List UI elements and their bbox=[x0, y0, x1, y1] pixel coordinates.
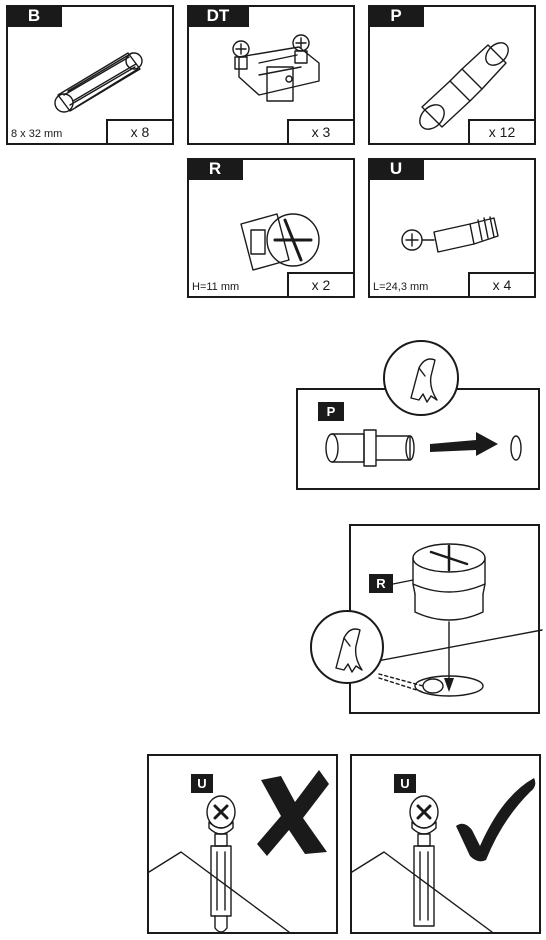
dowel-icon bbox=[54, 52, 143, 113]
shelf-pin-insert-illustration bbox=[325, 429, 522, 467]
part-code-tag: R bbox=[187, 158, 243, 180]
part-code-tag: B bbox=[6, 5, 62, 27]
hinge-plate-icon bbox=[232, 34, 320, 102]
part-code-tag: R bbox=[369, 574, 393, 593]
part-card-u: U L=24,3 mm x 4 bbox=[368, 158, 536, 298]
part-code-tag: P bbox=[368, 5, 424, 27]
part-quantity: x 12 bbox=[468, 119, 536, 145]
cross-mark-icon bbox=[257, 770, 329, 856]
part-code-tag: P bbox=[318, 402, 344, 421]
bolt-correct-illustration bbox=[351, 795, 493, 933]
part-quantity: x 4 bbox=[468, 272, 536, 298]
part-code-tag: DT bbox=[187, 5, 249, 27]
part-code-tag: U bbox=[191, 774, 213, 793]
hand-push-icon bbox=[383, 340, 459, 416]
part-spec: H=11 mm bbox=[192, 281, 240, 293]
part-quantity: x 2 bbox=[287, 272, 355, 298]
check-mark-icon bbox=[456, 778, 536, 862]
hand-push-icon bbox=[310, 610, 384, 684]
part-card-dt: DT x 3 bbox=[187, 5, 355, 145]
shelf-pin-icon bbox=[419, 42, 509, 130]
part-quantity: x 3 bbox=[287, 119, 355, 145]
part-spec: 8 x 32 mm bbox=[11, 128, 63, 140]
part-card-r: R H=11 mm x 2 bbox=[187, 158, 355, 298]
part-code-tag: U bbox=[394, 774, 416, 793]
part-card-b: B 8 x 32 mm x 8 bbox=[6, 5, 174, 145]
part-code-tag: U bbox=[368, 158, 424, 180]
cam-lock-insert-illustration bbox=[350, 543, 543, 697]
step-cam-lock-panel: R bbox=[349, 524, 543, 714]
part-quantity: x 8 bbox=[106, 119, 174, 145]
cam-bolt-icon bbox=[401, 216, 499, 253]
part-card-p: P x 12 bbox=[368, 5, 536, 145]
step-bolt-wrong-panel: U bbox=[147, 754, 338, 934]
part-spec: L=24,3 mm bbox=[373, 281, 429, 293]
bolt-too-deep-illustration bbox=[148, 795, 290, 933]
step-bolt-right-panel: U bbox=[350, 754, 541, 934]
cam-lock-icon bbox=[240, 213, 320, 271]
